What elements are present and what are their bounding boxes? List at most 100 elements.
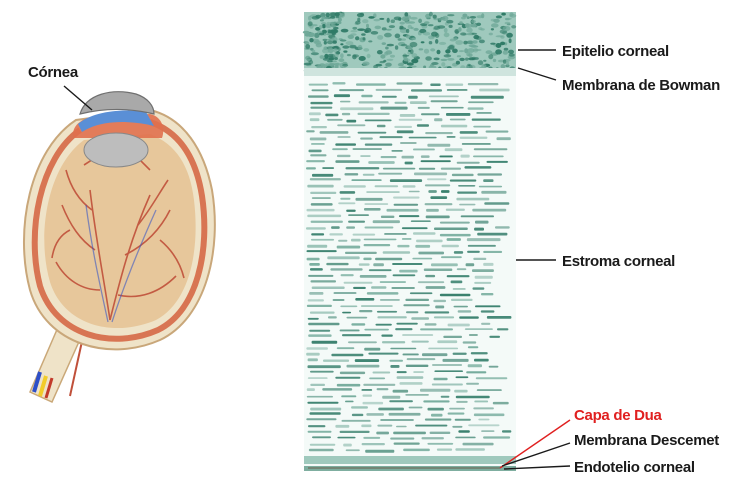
stroma-fiber [396, 426, 407, 428]
epithelium-cell [328, 57, 334, 60]
stroma-fiber [425, 132, 453, 134]
epithelium-cell [449, 25, 453, 28]
stroma-fiber [429, 96, 459, 98]
epithelium-cell [489, 33, 493, 36]
stroma-fiber [337, 347, 355, 349]
epithelium-cell [358, 45, 363, 50]
stroma-fiber [338, 202, 355, 204]
epithelium-cell [457, 55, 461, 57]
stroma-fiber [425, 419, 452, 421]
epithelium-cell [481, 64, 486, 69]
stroma-fiber [416, 240, 443, 243]
stroma-fiber [394, 126, 412, 128]
epithelium-cell [319, 33, 324, 36]
epithelium-cell [503, 50, 508, 55]
stroma-fiber [441, 168, 461, 170]
stroma-fiber [309, 330, 330, 332]
stroma-fiber [310, 408, 341, 411]
stroma-fiber [425, 184, 450, 186]
stroma-fiber [393, 432, 426, 435]
epithelium-cell [383, 60, 386, 63]
stroma-fiber [312, 89, 329, 91]
lens [84, 133, 148, 167]
epithelium-cell [400, 22, 405, 25]
stroma-fiber [307, 258, 320, 261]
stroma-label: Estroma corneal [562, 253, 675, 270]
stroma-fiber [451, 299, 473, 301]
stroma-fiber [333, 299, 345, 301]
stroma-fiber [348, 221, 365, 223]
stroma-fiber [397, 371, 407, 373]
stroma-fiber [342, 312, 351, 314]
stroma-fiber [369, 378, 385, 380]
stroma-fiber [391, 287, 415, 289]
epithelium-cell [500, 35, 504, 38]
stroma-fiber [311, 239, 334, 241]
stroma-fiber [364, 203, 388, 205]
epithelium-cell [327, 60, 333, 62]
epithelium-cell [377, 50, 383, 54]
stroma-fiber [377, 425, 392, 427]
stroma-fiber [397, 130, 414, 133]
epithelium-cell [379, 18, 384, 20]
stroma-fiber [307, 245, 327, 248]
stroma-fiber [332, 148, 348, 150]
stroma-fiber [476, 377, 508, 379]
stroma-fiber [359, 263, 370, 265]
epithelium-cell [362, 19, 368, 23]
stroma-fiber [461, 215, 494, 217]
epithelium-cell [437, 50, 441, 55]
stroma-fiber [412, 258, 432, 260]
stroma-fiber [483, 263, 493, 266]
stroma-fiber [364, 239, 397, 241]
stroma-fiber [376, 324, 392, 326]
stroma-fiber [487, 316, 512, 319]
stroma-fiber [395, 102, 407, 104]
stroma-fiber [474, 228, 484, 231]
epithelium-cell [347, 54, 351, 56]
stroma-fiber [330, 268, 362, 270]
stroma-fiber [360, 138, 373, 140]
stroma-fiber [425, 275, 435, 277]
stroma-fiber [471, 352, 488, 354]
stroma-fiber [346, 449, 360, 451]
stroma-fiber [390, 438, 414, 440]
epithelium-cell [456, 61, 460, 65]
epithelium-cell [350, 33, 356, 35]
epithelium-cell [429, 12, 433, 17]
stroma-fiber [481, 323, 490, 325]
stroma-fiber [311, 126, 327, 128]
epithelium-cell [505, 18, 510, 20]
epithelium-cell [446, 20, 453, 24]
stroma-fiber [458, 310, 472, 312]
stroma-fiber [422, 437, 444, 439]
epithelium-cell [328, 48, 334, 53]
stroma-fiber [351, 239, 361, 242]
stroma-fiber [329, 233, 343, 235]
stroma-fiber [481, 430, 494, 432]
epithelium-cell [362, 62, 369, 66]
stroma-fiber [360, 155, 371, 157]
stroma-fiber [348, 214, 369, 216]
epithelium-cell [357, 28, 365, 31]
stroma-fiber [308, 299, 324, 301]
stroma-fiber [413, 149, 435, 151]
epithelium-cell [357, 18, 360, 22]
bowman-label: Membrana de Bowman [562, 77, 720, 94]
epithelium-cell [410, 42, 418, 47]
epithelium-cell [321, 17, 328, 19]
stroma-fiber [441, 107, 464, 109]
epithelium-cell [509, 53, 515, 56]
stroma-fiber [306, 160, 325, 162]
stroma-fiber [365, 144, 393, 146]
stroma-fiber [308, 318, 319, 320]
epithelium-cell [390, 55, 395, 58]
epithelium-cell [444, 28, 448, 33]
stroma-fiber [445, 148, 463, 151]
stroma-fiber [456, 376, 469, 378]
stroma-fiber [400, 142, 417, 144]
epithelium-cell [495, 49, 502, 54]
epithelium-cell [359, 56, 366, 61]
stroma-fiber [463, 341, 477, 343]
